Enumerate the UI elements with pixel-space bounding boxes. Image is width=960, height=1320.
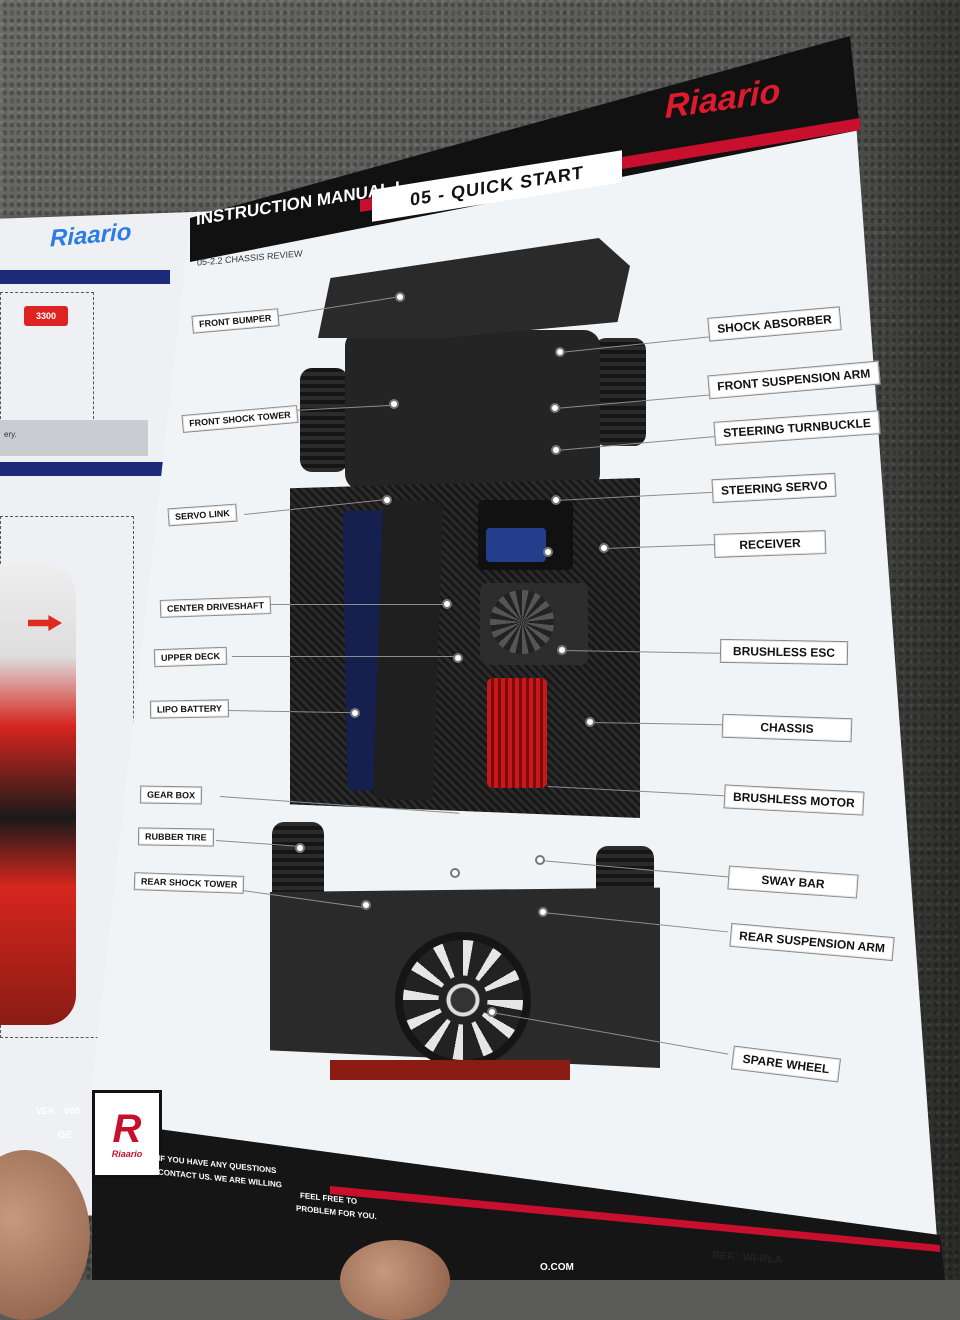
version-label: VER (36, 1106, 55, 1116)
dot-receiver (543, 547, 553, 557)
dot-rear-suspension-arm (538, 907, 548, 917)
upper-deck-part (373, 499, 443, 801)
left-gray-bar: ery. (0, 420, 148, 456)
version-code: V00 (64, 1106, 80, 1116)
front-left-tire (300, 368, 348, 472)
callout-upper-deck: UPPER DECK (154, 647, 228, 668)
left-battery-image: 3300 (24, 306, 68, 326)
left-blue-stripe (0, 270, 170, 284)
dot-steering-turnbuckle (551, 445, 561, 455)
footer-url: O.COM (540, 1262, 574, 1273)
dot-brushless-esc (557, 645, 567, 655)
dot-spare-wheel (487, 1007, 497, 1017)
corner-logo: R Riaario (92, 1090, 162, 1178)
dot-servo-link (382, 495, 392, 505)
fan-icon (490, 590, 554, 654)
receiver-part (486, 528, 546, 562)
dot-rear-shock-tower (361, 900, 371, 910)
lead-center-driveshaft (268, 604, 448, 605)
dot-upper-deck (453, 653, 463, 663)
corner-logo-text: Riaario (112, 1149, 143, 1159)
callout-lipo-battery: LIPO BATTERY (150, 699, 229, 718)
dot-front-shock-tower (389, 399, 399, 409)
dot-front-bumper (395, 292, 405, 302)
callout-rubber-tire: RUBBER TIRE (138, 827, 214, 846)
callout-receiver: RECEIVER (714, 530, 827, 558)
callout-rear-shock-tower: REAR SHOCK TOWER (134, 872, 245, 894)
dot-front-suspension-arm (550, 403, 560, 413)
dot-sway-bar (535, 855, 545, 865)
left-car-image (0, 565, 76, 1025)
dot-center-driveshaft (442, 599, 452, 609)
dot-rubber-tire (295, 843, 305, 853)
callout-center-driveshaft: CENTER DRIVESHAFT (160, 596, 272, 618)
page-label: GE (58, 1130, 72, 1141)
dot-gear-box (450, 868, 460, 878)
finger (340, 1240, 450, 1320)
left-blue-stripe-2 (0, 462, 170, 476)
callout-gear-box: GEAR BOX (140, 785, 202, 804)
front-right-tire (594, 338, 646, 446)
dot-shock-absorber (555, 347, 565, 357)
lead-upper-deck (232, 656, 458, 657)
spare-wheel-part (395, 932, 531, 1068)
corner-logo-r-icon: R (113, 1109, 142, 1149)
dot-steering-servo (551, 495, 561, 505)
dot-receiver-2 (599, 543, 609, 553)
callout-brushless-esc: BRUSHLESS ESC (720, 639, 848, 665)
callout-chassis: CHASSIS (722, 714, 853, 743)
rear-bumper-part (330, 1060, 570, 1080)
dot-lipo-battery (350, 708, 360, 718)
left-gray-text: ery. (4, 430, 17, 439)
motor-part (487, 678, 547, 788)
dot-chassis (585, 717, 595, 727)
